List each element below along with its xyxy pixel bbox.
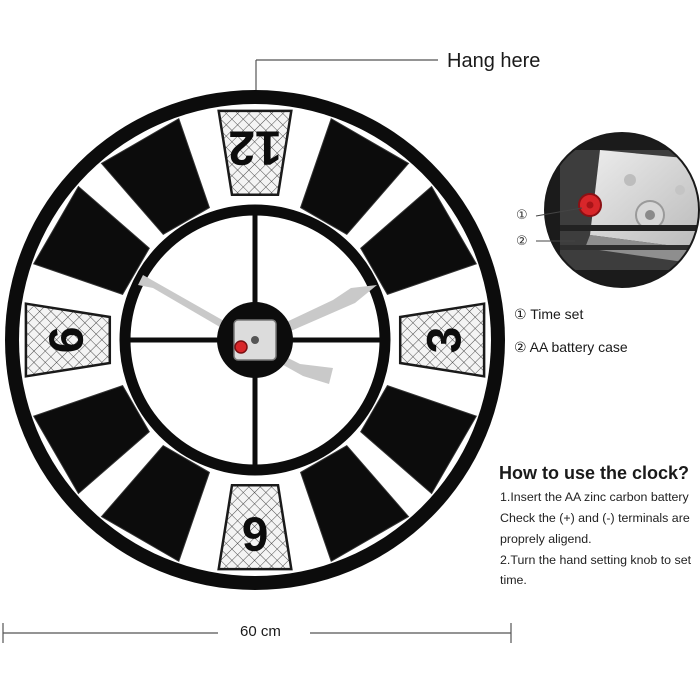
marker-time-set: ① [516, 207, 528, 222]
clock-hands [138, 275, 377, 384]
center-pin [251, 336, 259, 344]
instruction-line: Check the (+) and (-) terminals are [500, 511, 690, 525]
clock-numerals: 12 3 6 9 [39, 121, 472, 560]
numeral: 12 [228, 121, 281, 174]
instructions-title: How to use the clock? [499, 463, 690, 483]
wall-clock: 12 3 6 9 [5, 90, 505, 590]
hour-block [360, 185, 478, 296]
hour-block [299, 445, 410, 563]
hour-block [360, 384, 478, 495]
numeral: 9 [39, 327, 92, 354]
hour-block [100, 117, 211, 235]
marker-battery: ② [516, 233, 528, 248]
numeral-panel [217, 109, 293, 197]
legend-battery-case: ② AA battery case [514, 339, 628, 355]
time-set-knob-icon [234, 340, 248, 354]
hour-block [32, 185, 150, 296]
numeral-panel [24, 302, 112, 378]
instruction-line: proprely aligend. [500, 532, 592, 546]
hour-block [100, 445, 211, 563]
numeral: 6 [242, 507, 269, 560]
dimension-label: 60 cm [240, 623, 281, 640]
instruction-line: 1.Insert the AA zinc carbon battery [500, 490, 689, 504]
hour-block [299, 117, 410, 235]
numeral: 3 [419, 327, 472, 354]
dimension-indicator [2, 623, 512, 643]
numeral-panel [398, 302, 486, 378]
numeral-panel [217, 483, 293, 571]
hang-here-label: Hang here [447, 50, 541, 72]
hour-block [32, 384, 150, 495]
legend-time-set: ① Time set [514, 306, 584, 322]
movement-closeup [535, 132, 700, 288]
instruction-line: time. [500, 573, 527, 587]
instruction-line: 2.Turn the hand setting knob to set [500, 553, 692, 567]
pointer-line-1 [535, 207, 583, 217]
